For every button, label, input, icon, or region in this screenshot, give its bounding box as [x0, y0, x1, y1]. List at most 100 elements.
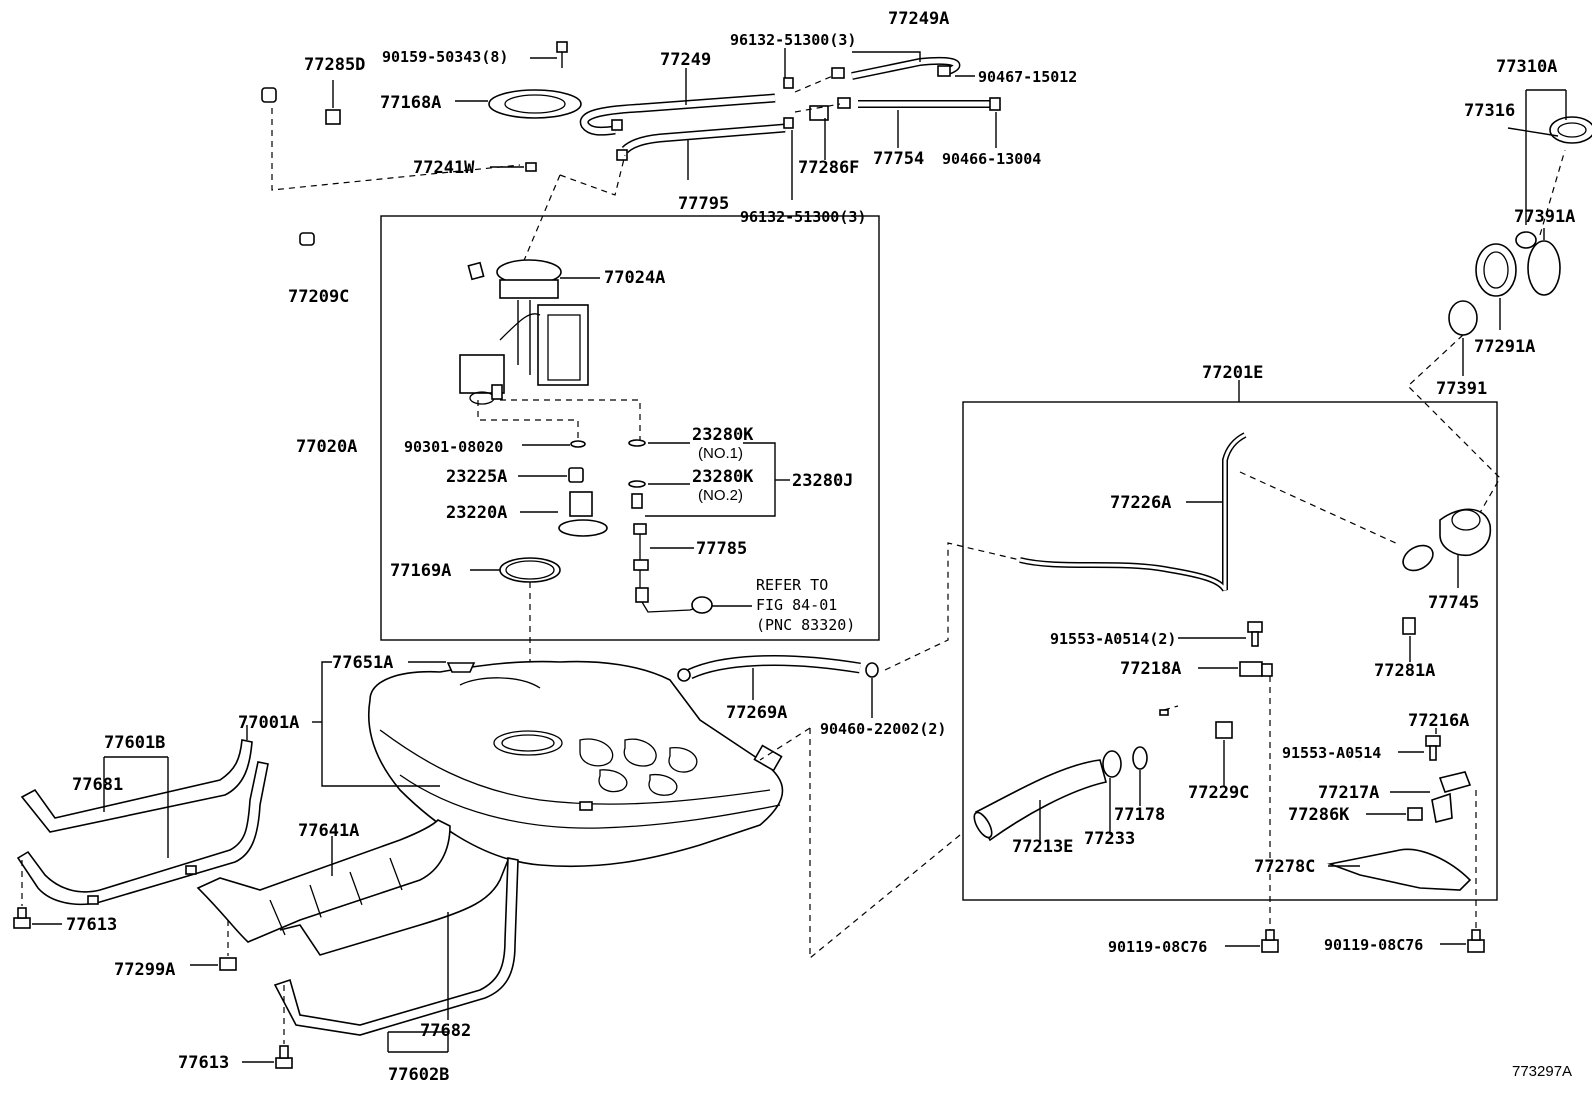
connector-77286F [809, 105, 829, 121]
label-23280J: 23280J [792, 471, 853, 491]
label-77391A: 77391A [1514, 207, 1575, 227]
label-77785: 77785 [696, 539, 747, 559]
hose-77269A [677, 654, 879, 682]
label-90119-right: 90119-08C76 [1324, 936, 1423, 954]
clip-77286K [1407, 807, 1423, 821]
label-23280K-1: 23280K [692, 425, 754, 445]
label-23280K-2: 23280K [692, 467, 754, 487]
label-77651A: 77651A [332, 653, 393, 673]
fitting [631, 493, 643, 509]
figure-id: 773297A [1512, 1063, 1572, 1080]
filler-neck-77745 [1439, 508, 1492, 557]
label-90466: 90466-13004 [942, 150, 1041, 168]
fuel-pump-assembly-77024A [459, 259, 589, 405]
wire-harness-77785 [633, 523, 713, 614]
clamp [611, 119, 623, 131]
label-77024A: 77024A [604, 268, 665, 288]
strap-77681 [20, 739, 253, 833]
label-96132-upper: 96132-51300(3) [730, 31, 856, 49]
label-90119-left: 90119-08C76 [1108, 938, 1207, 956]
label-77613-upper: 77613 [66, 915, 117, 935]
label-77602B: 77602B [388, 1065, 449, 1085]
clamp-77233 [1102, 750, 1122, 778]
bracket-77218A [1239, 661, 1273, 677]
note-fig: FIG 84-01 [756, 596, 837, 614]
leader-dash [809, 728, 961, 960]
bolt-90119-left [1261, 929, 1279, 953]
label-23225A: 23225A [446, 467, 507, 487]
bolt-90159 [556, 41, 568, 68]
label-77233: 77233 [1084, 829, 1135, 849]
o-ring-90301 [570, 440, 586, 448]
bracket-77299A [219, 957, 237, 971]
clip-77285D [325, 109, 341, 125]
retainer-ring-77168A [488, 89, 582, 119]
label-77209C: 77209C [288, 287, 349, 307]
bolt-91553-upper [1247, 621, 1263, 647]
label-77310A: 77310A [1496, 57, 1557, 77]
label-90467: 90467-15012 [978, 68, 1077, 86]
filler-pipe-77201E [1209, 544, 1434, 761]
label-77745: 77745 [1428, 593, 1479, 613]
label-77213E: 77213E [1012, 837, 1073, 857]
label-77391: 77391 [1436, 379, 1487, 399]
clamp-90467 [937, 65, 951, 77]
protector-77278C [1327, 848, 1472, 891]
label-23280K-2-note: (NO.2) [698, 487, 743, 504]
label-96132-lower: 96132-51300(3) [740, 208, 866, 226]
hose-77795 [621, 123, 786, 154]
pressure-regulator-23220A [558, 491, 608, 537]
label-77217A: 77217A [1318, 783, 1379, 803]
label-77682: 77682 [420, 1021, 471, 1041]
label-77226A: 77226A [1110, 493, 1171, 513]
gasket-77391 [1448, 300, 1478, 336]
bolt-77613-lower [275, 1045, 293, 1069]
gasket-77391A [1527, 240, 1561, 296]
label-77641A: 77641A [298, 821, 359, 841]
label-77001A: 77001A [238, 713, 299, 733]
label-77216A: 77216A [1408, 711, 1469, 731]
fuel-cap-77310A [1549, 116, 1592, 144]
clip-77229C [1215, 721, 1233, 739]
clamp-90466 [989, 97, 1001, 111]
bolt-91553-lower [1425, 735, 1441, 761]
label-77278C: 77278C [1254, 857, 1315, 877]
inlet-hose-77213E [973, 759, 1107, 842]
label-77795: 77795 [678, 194, 729, 214]
label-77291A: 77291A [1474, 337, 1535, 357]
breather-tube-77226A [1019, 432, 1247, 592]
bolt-90119-right [1467, 929, 1485, 953]
label-77286F: 77286F [798, 158, 859, 178]
label-23280K-1-note: (NO.1) [698, 445, 743, 462]
fuel-pump-detail-box [380, 215, 880, 641]
part-77241W [525, 162, 537, 172]
cushion-23225A [568, 467, 584, 483]
label-77316: 77316 [1464, 101, 1515, 121]
note-pnc: (PNC 83320) [756, 616, 855, 634]
label-77681: 77681 [72, 775, 123, 795]
label-77269A: 77269A [726, 703, 787, 723]
gasket-77316 [1515, 231, 1537, 249]
bracket-77217A [1431, 771, 1472, 823]
gasket-77178 [1132, 746, 1148, 770]
clamp [837, 97, 851, 109]
hose-77249 [579, 93, 776, 136]
vent-tube-77209C [261, 87, 362, 246]
bolt-77613-upper [13, 907, 31, 929]
clamp [831, 67, 845, 79]
ring-77291A [1475, 243, 1517, 297]
label-91553-lower: 91553-A0514 [1282, 744, 1381, 762]
label-77241W: 77241W [413, 158, 475, 178]
leader-dash [271, 108, 521, 191]
strap-77682 [273, 857, 519, 1036]
label-77169A: 77169A [390, 561, 451, 581]
clamp-96132-upper [783, 77, 794, 89]
filler-pipe-detail-box [962, 401, 1498, 901]
label-77249A: 77249A [888, 9, 949, 29]
label-77168A: 77168A [380, 93, 441, 113]
label-77229C: 77229C [1188, 783, 1249, 803]
label-77601B: 77601B [104, 733, 165, 753]
label-77020A: 77020A [296, 437, 357, 457]
